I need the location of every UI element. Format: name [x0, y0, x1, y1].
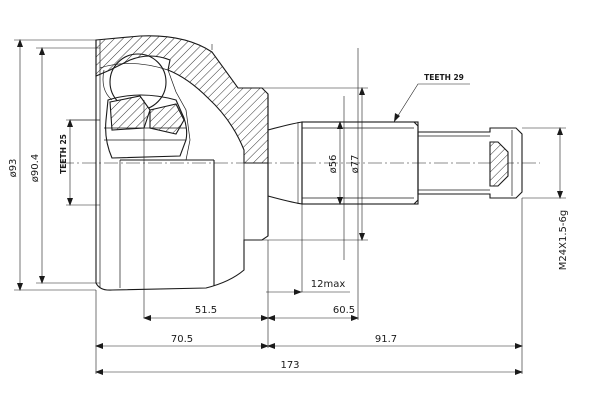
threaded-end — [417, 127, 523, 199]
dim-91-7-text: 91.7 — [375, 334, 397, 345]
teeth-25-text: TEETH 25 — [59, 134, 68, 174]
housing-section-upper — [95, 35, 269, 164]
extension-lines — [95, 44, 523, 374]
dim-flange-diameter-text: ø77 — [350, 155, 361, 174]
dim-173-text: 173 — [280, 360, 299, 371]
dim-thread-text: M24X1.5-6g — [558, 210, 569, 270]
dim-spline-diameter-text: ø56 — [328, 155, 339, 174]
flange-step — [267, 94, 303, 236]
teeth-29-text: TEETH 29 — [424, 73, 464, 82]
diameter-extension-lines — [14, 39, 566, 291]
dim-12max-text: 12max — [311, 279, 346, 290]
teeth-29-leader — [393, 83, 470, 123]
dim-51-5-text: 51.5 — [195, 305, 217, 316]
dim-60-5-text: 60.5 — [333, 305, 355, 316]
dim-seal-diameter-text: ø90.4 — [30, 154, 41, 182]
housing-body-lower — [95, 40, 269, 291]
dim-outer-diameter-text: ø93 — [8, 159, 19, 178]
inner-race-cage-balls — [99, 53, 191, 161]
dim-70-5-text: 70.5 — [171, 334, 193, 345]
